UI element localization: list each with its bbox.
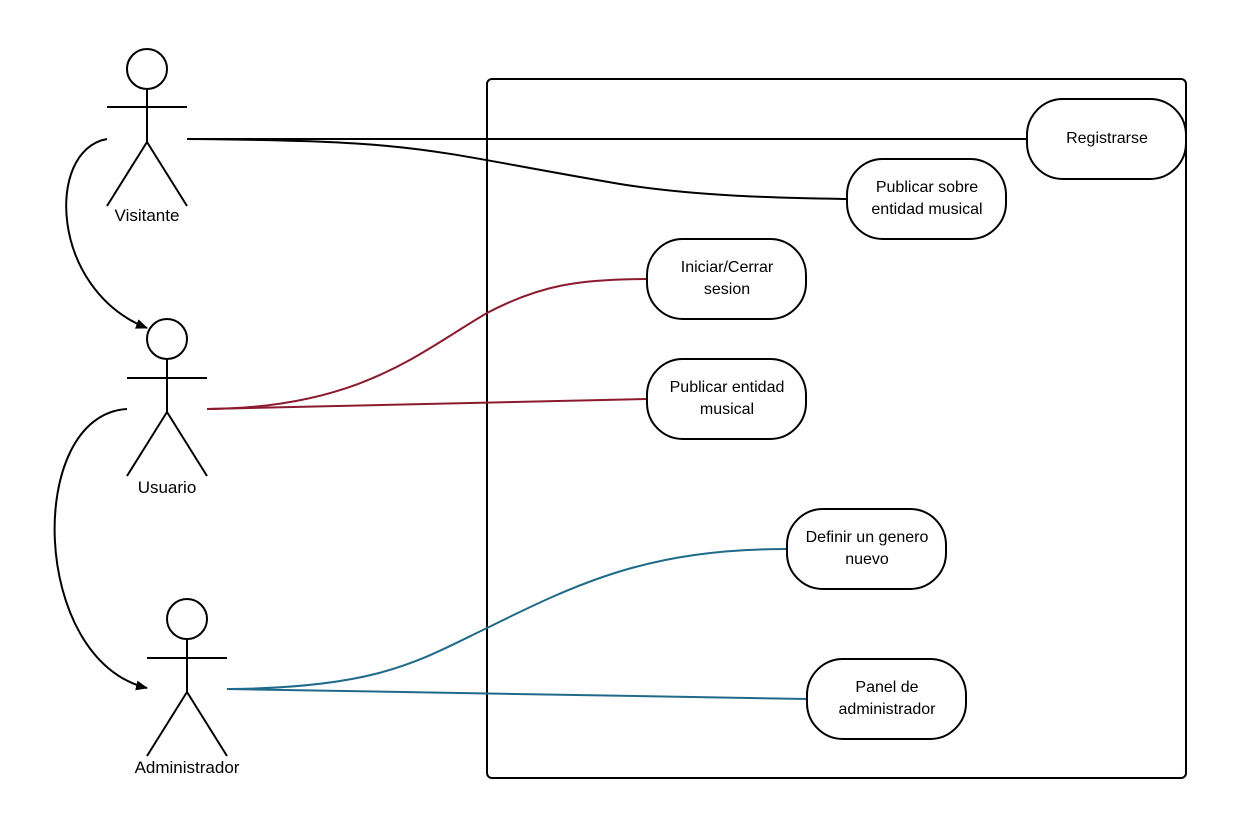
stick-figure-icon	[106, 48, 188, 207]
use-case-label: sesion	[704, 281, 750, 298]
system-boundary	[486, 78, 1187, 779]
use-case-definir-genero: Definir un genero nuevo	[786, 508, 947, 590]
generalization-usuario-administrador	[53, 408, 148, 691]
use-case-publicar-sobre-entidad: Publicar sobre entidad musical	[846, 158, 1007, 240]
use-case-label: Publicar entidad	[670, 379, 785, 396]
use-case-iniciar-cerrar-sesion: Iniciar/Cerrar sesion	[646, 238, 807, 320]
use-case-label: Definir un genero	[806, 529, 929, 546]
actor-label-administrador: Administrador	[135, 758, 240, 777]
use-case-label: entidad musical	[871, 201, 982, 218]
use-case-panel-administrador: Panel de administrador	[806, 658, 967, 740]
actor-visitante: Visitante	[106, 48, 188, 225]
generalization-visitante-usuario	[65, 138, 148, 329]
use-case-label: Iniciar/Cerrar	[681, 259, 774, 276]
association-visitante-publicar-sobre	[186, 138, 848, 200]
use-case-label: Registrarse	[1066, 130, 1148, 147]
association-admin-panel	[226, 688, 808, 700]
use-case-label: Publicar sobre	[876, 179, 978, 196]
use-case-label: administrador	[839, 701, 937, 718]
association-admin-definir-genero	[226, 548, 788, 690]
actor-administrador: Administrador	[135, 598, 240, 777]
stick-figure-icon	[126, 318, 208, 477]
use-case-publicar-entidad: Publicar entidad musical	[646, 358, 807, 440]
actor-label-usuario: Usuario	[138, 478, 197, 497]
association-usuario-publicar-entidad	[206, 398, 648, 410]
actor-usuario: Usuario	[126, 318, 208, 497]
association-usuario-iniciar-sesion	[206, 278, 648, 410]
actor-label-visitante: Visitante	[115, 206, 180, 225]
use-case-label: Panel de	[855, 679, 918, 696]
use-case-label: musical	[700, 401, 754, 418]
use-case-registrarse: Registrarse	[1026, 98, 1187, 180]
use-case-label: nuevo	[845, 551, 889, 568]
stick-figure-icon	[146, 598, 228, 757]
